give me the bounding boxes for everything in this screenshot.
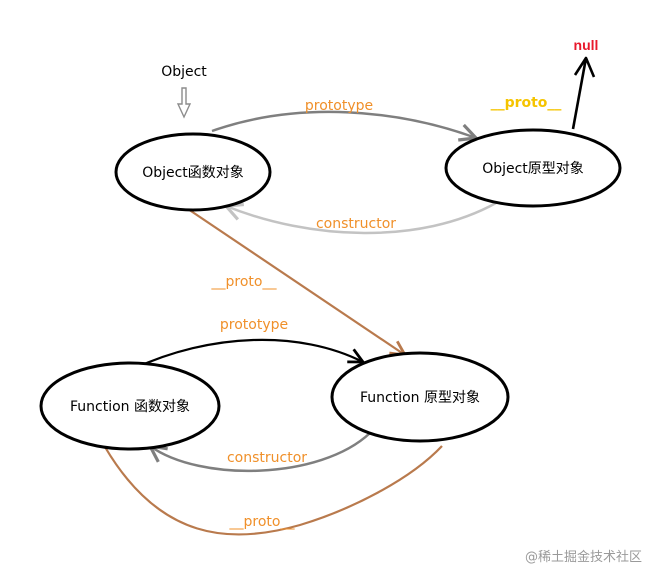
object-fn-proto-label: __proto__ [211,274,278,290]
function-prototype-node-label: Function 原型对象 [360,390,480,406]
object-prototype-node: Object原型对象 [444,128,622,208]
function-proto-loop-edge [104,445,443,536]
watermark: @稀土掘金技术社区 [525,549,642,565]
object-proto-proto-label: __proto__ [491,95,562,111]
object-proto-to-null-edge [571,57,588,130]
function-constructor-edge [150,432,371,473]
object-function-label: Object函数对象 [142,165,244,181]
function-prototype-edge [132,338,363,370]
null-label: null [574,37,599,53]
object-fn-proto-edge [184,206,405,355]
down-arrow-icon [176,87,192,119]
object-prototype-edge [211,110,476,138]
function-function-label: Function 函数对象 [70,399,190,415]
object-function-node: Object函数对象 [114,132,272,212]
object-constructor-edge [226,201,497,235]
function-function-node: Function 函数对象 [39,361,221,451]
function-prototype-node: Function 原型对象 [330,351,510,443]
object-label: Object [161,64,207,80]
object-prototype-node-label: Object原型对象 [482,161,584,177]
object-constructor-label: constructor [316,216,396,232]
function-proto-loop-label: __proto__ [229,514,296,530]
null-arrowhead-icon [573,56,596,78]
function-prototype-label: prototype [220,317,288,333]
function-constructor-label: constructor [227,450,307,466]
object-prototype-label: prototype [305,98,373,114]
